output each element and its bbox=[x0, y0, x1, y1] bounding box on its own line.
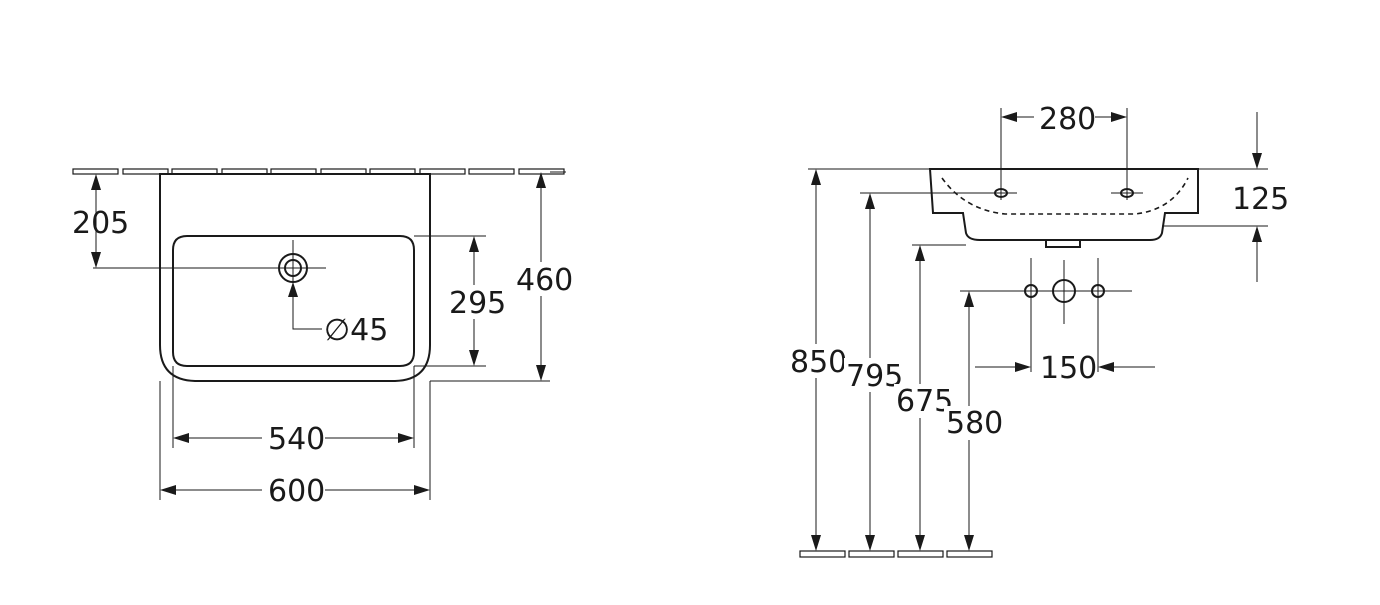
dim-205-label: 205 bbox=[72, 206, 129, 241]
side-view: 280 125 bbox=[788, 102, 1289, 558]
dim-460-label: 460 bbox=[516, 263, 573, 298]
bowl-outline bbox=[172, 235, 415, 367]
dim-280-label: 280 bbox=[1039, 102, 1096, 137]
side-bowl-dashed bbox=[941, 177, 1189, 215]
front-view: 205 295 460 ∅45 bbox=[72, 168, 573, 509]
dim-795-label: 795 bbox=[846, 359, 903, 394]
side-basin-body bbox=[928, 168, 1199, 241]
dim-675-label: 675 bbox=[896, 384, 953, 419]
side-drain-outlet bbox=[1045, 240, 1081, 248]
wall-strip-front bbox=[72, 168, 565, 175]
dim-580-label: 580 bbox=[946, 406, 1003, 441]
dim-540-label: 540 bbox=[268, 422, 325, 457]
side-tap-holes bbox=[985, 188, 1143, 198]
dim-150: 150 bbox=[975, 351, 1155, 386]
dim-540: 540 bbox=[173, 422, 414, 457]
dim-600-label: 600 bbox=[268, 474, 325, 509]
dim-460: 460 bbox=[514, 172, 573, 381]
dim-45: ∅45 bbox=[288, 282, 388, 348]
dim-125: 125 bbox=[1162, 112, 1289, 282]
dim-295-label: 295 bbox=[449, 286, 506, 321]
dim-205: 205 bbox=[72, 174, 129, 268]
dim-280: 280 bbox=[1000, 102, 1128, 200]
dim-850: 850 bbox=[788, 169, 847, 551]
dim-580: 580 bbox=[944, 291, 1003, 551]
dim-600: 600 bbox=[160, 474, 430, 509]
floor-strip bbox=[799, 550, 993, 558]
dim-675: 675 bbox=[894, 245, 953, 551]
dim-295: 295 bbox=[446, 236, 506, 366]
dim-45-label: ∅45 bbox=[324, 313, 388, 348]
dim-795: 795 bbox=[844, 193, 903, 551]
basin-outline bbox=[159, 173, 431, 382]
dim-150-label: 150 bbox=[1040, 351, 1097, 386]
dim-125-label: 125 bbox=[1232, 182, 1289, 217]
waste-connections bbox=[960, 258, 1132, 372]
dim-850-label: 850 bbox=[790, 345, 847, 380]
